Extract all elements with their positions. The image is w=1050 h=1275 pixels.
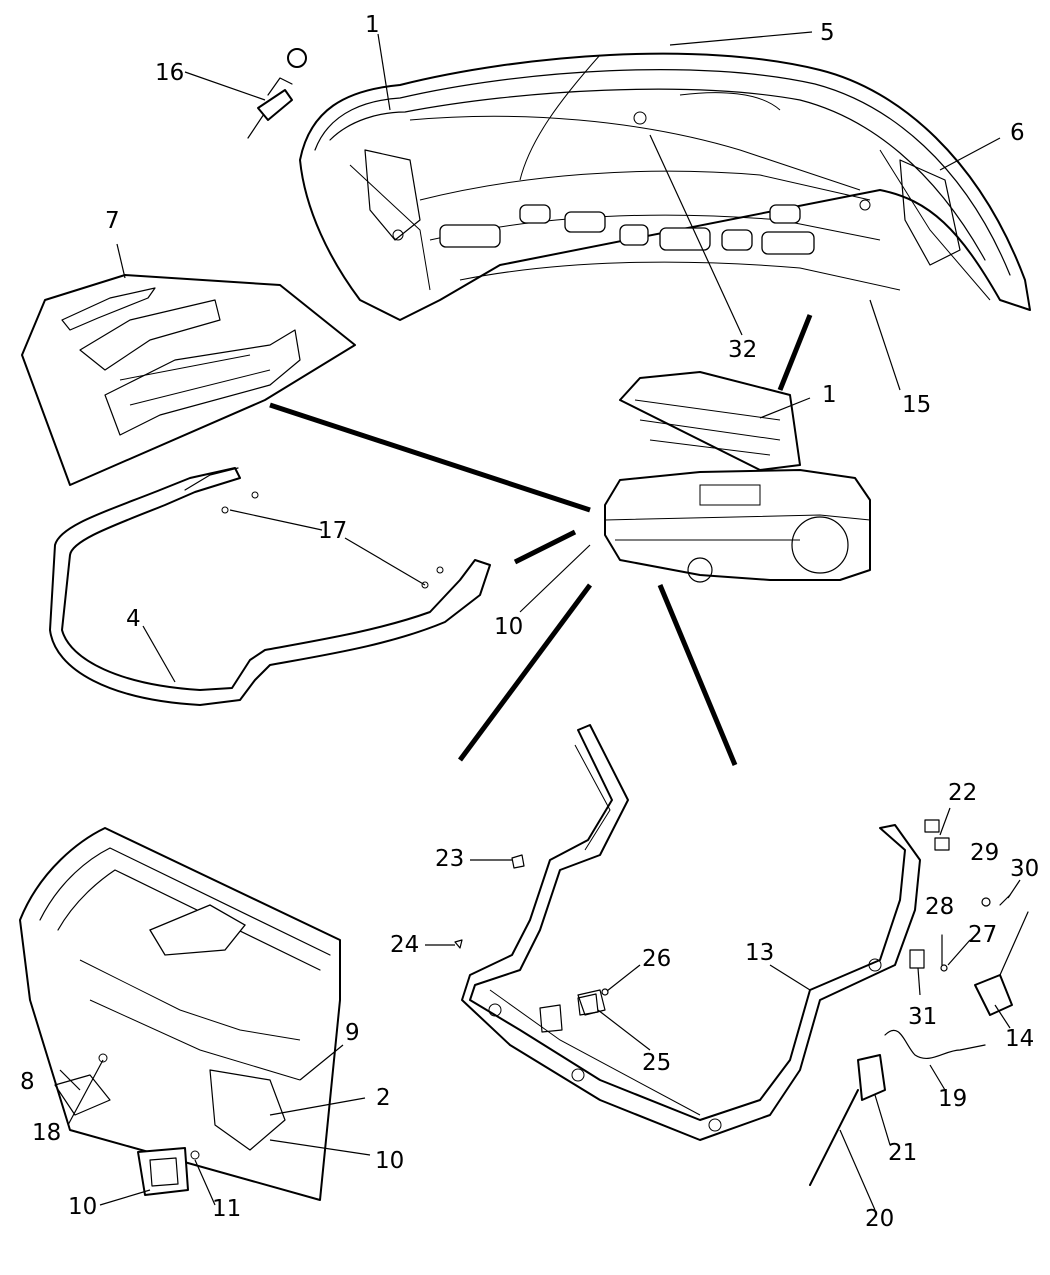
- callout-19: 19: [938, 1086, 967, 1112]
- deck-lid-reinforcement: [461, 724, 921, 1141]
- small-hardware-parts: [454, 819, 1029, 1186]
- callout-1-mid: 1: [822, 382, 837, 408]
- callout-24: 24: [390, 932, 419, 958]
- callout-31: 31: [908, 1004, 937, 1030]
- callout-4: 4: [126, 606, 141, 632]
- leader-lines: [59, 31, 1021, 1211]
- callout-23: 23: [435, 846, 464, 872]
- callout-25: 25: [642, 1050, 671, 1076]
- callout-9: 9: [345, 1020, 360, 1046]
- callout-10-low: 10: [375, 1148, 404, 1174]
- callout-7: 7: [105, 208, 120, 234]
- callout-8: 8: [20, 1069, 35, 1095]
- callout-10-mid: 10: [494, 614, 523, 640]
- callout-5: 5: [820, 20, 835, 46]
- callout-29: 29: [970, 840, 999, 866]
- callout-21: 21: [888, 1140, 917, 1166]
- deck-lid-lower-detail: [19, 827, 341, 1201]
- callout-30: 30: [1010, 856, 1039, 882]
- callout-27: 27: [968, 922, 997, 948]
- callout-20: 20: [865, 1206, 894, 1232]
- trunk-weatherstrip-seal: [49, 467, 491, 706]
- callout-11: 11: [212, 1196, 241, 1222]
- callout-13: 13: [745, 940, 774, 966]
- callout-26: 26: [642, 946, 671, 972]
- bumper-stop-part: [247, 48, 307, 139]
- callout-numbers: 1 5 16 6 7 32 1 15 17 10 4 22 29 30 23 2…: [20, 12, 1039, 1232]
- callout-32: 32: [728, 337, 757, 363]
- view-connector-lines: [269, 314, 813, 766]
- callout-16: 16: [155, 60, 184, 86]
- callout-17: 17: [318, 518, 347, 544]
- deck-lid-inner-view: [299, 52, 1031, 321]
- callout-6: 6: [1010, 120, 1025, 146]
- callout-18: 18: [32, 1120, 61, 1146]
- callout-15: 15: [902, 392, 931, 418]
- callout-10-bot: 10: [68, 1194, 97, 1220]
- trim-panel-group: [21, 274, 356, 486]
- callout-22: 22: [948, 780, 977, 806]
- vehicle-rear-overview: [604, 371, 871, 583]
- callout-14: 14: [1005, 1026, 1034, 1052]
- callout-2: 2: [376, 1085, 391, 1111]
- callout-28: 28: [925, 894, 954, 920]
- callout-1-top: 1: [365, 12, 380, 38]
